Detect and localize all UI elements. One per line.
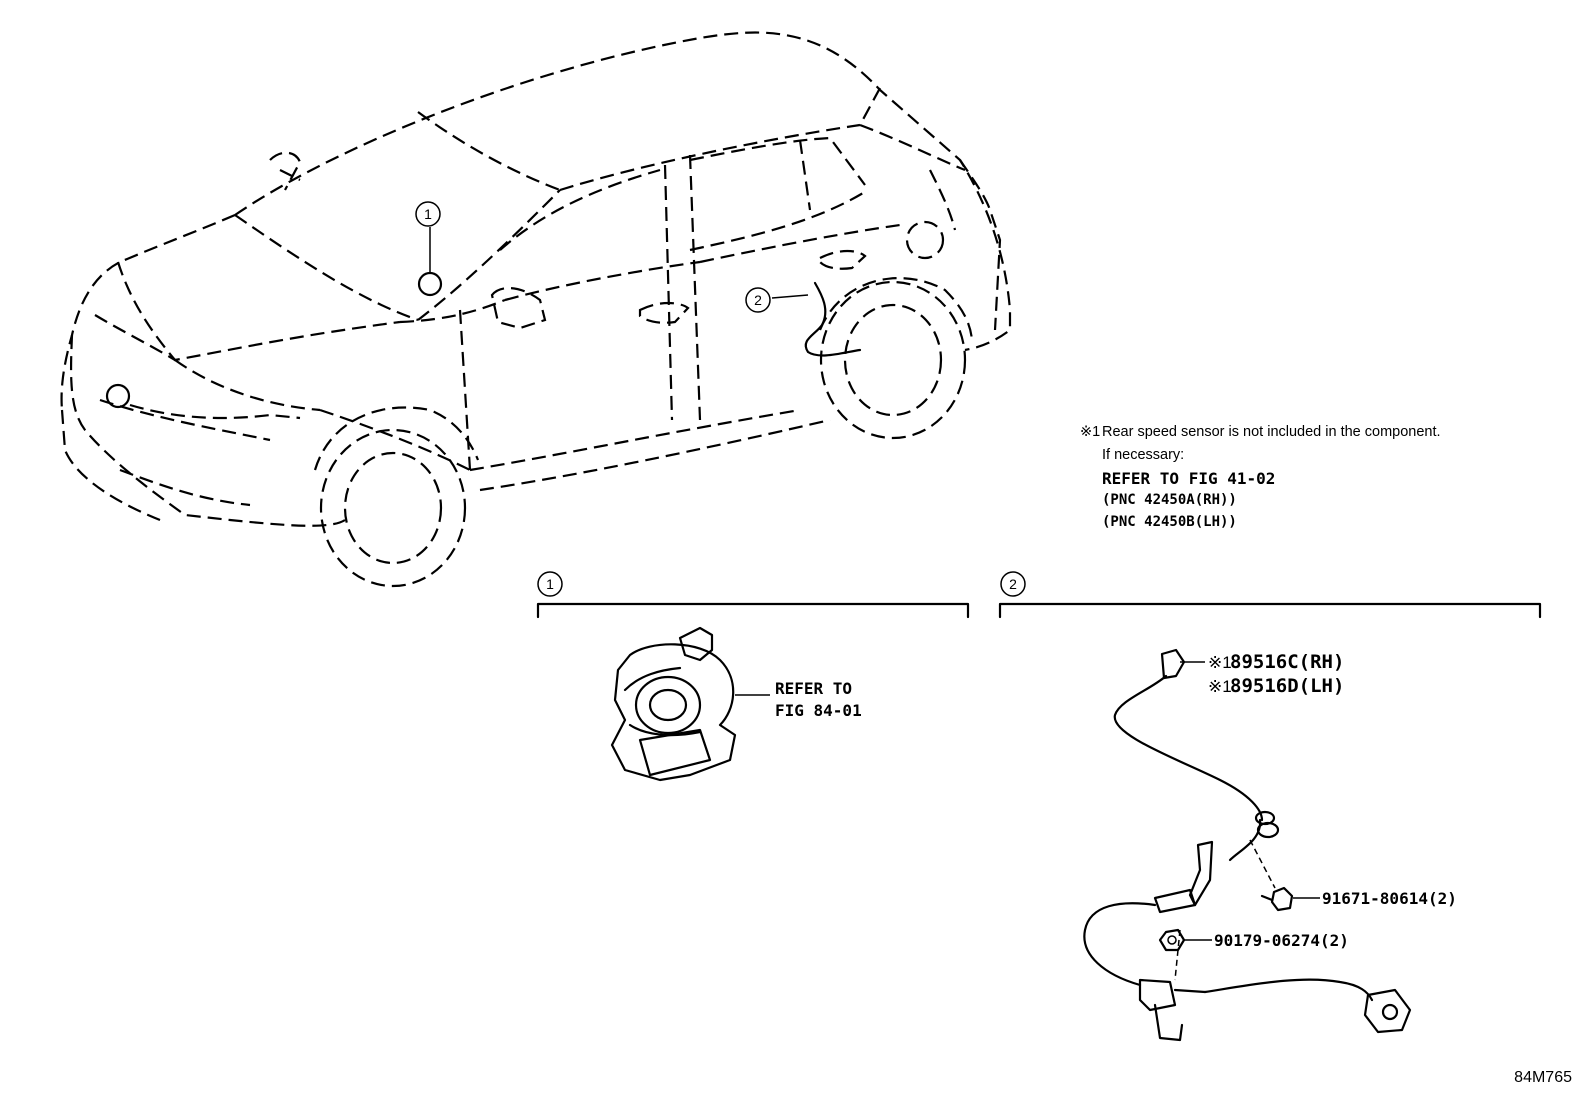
nut-icon	[1158, 928, 1186, 952]
note-line3: REFER TO FIG 41-02	[1102, 469, 1275, 488]
note-block: ※1 Rear speed sensor is not included in …	[1080, 424, 1441, 530]
section-2-number: 2	[1009, 576, 1017, 592]
part-89516c-rh: 89516C(RH)	[1230, 651, 1344, 673]
note-line4: (PNC 42450A(RH))	[1102, 492, 1237, 508]
section-2-bracket	[998, 602, 1542, 619]
part-89516d-lh: 89516D(LH)	[1230, 675, 1344, 697]
section-2: 2	[998, 571, 1542, 1042]
section-1-number: 1	[546, 576, 554, 592]
note-line1: Rear speed sensor is not included in the…	[1102, 424, 1441, 440]
part-rh-mark: ※1	[1208, 653, 1232, 672]
car-illustration	[60, 31, 1012, 588]
speed-sensor-location-wire	[804, 281, 862, 357]
callout-2-car: 2	[745, 287, 771, 313]
note-mark: ※1	[1080, 424, 1100, 440]
callout-1-car-label: 1	[424, 206, 432, 222]
speed-sensor-drawing	[1083, 648, 1412, 1042]
callout-2-car-label: 2	[754, 292, 762, 308]
part-nut-90179-06274: 90179-06274(2)	[1214, 931, 1349, 950]
spiral-cable-location-marker	[417, 271, 443, 297]
section-1-refer-line1: REFER TO	[775, 679, 852, 698]
section-1-refer-line2: FIG 84-01	[775, 701, 862, 720]
callout-1-car: 1	[415, 201, 441, 227]
part-lh-mark: ※1	[1208, 677, 1232, 696]
note-line2: If necessary:	[1102, 447, 1184, 463]
bolt-icon	[1260, 886, 1294, 912]
spiral-cable-drawing	[610, 626, 737, 782]
section-1-bracket	[536, 602, 970, 619]
part-bolt-91671-80614: 91671-80614(2)	[1322, 889, 1457, 908]
figure-code: 84M765	[1514, 1069, 1572, 1086]
note-line5: (PNC 42450B(LH))	[1102, 514, 1237, 530]
section-1: 1 REFER TO FIG 84-01	[536, 571, 970, 782]
